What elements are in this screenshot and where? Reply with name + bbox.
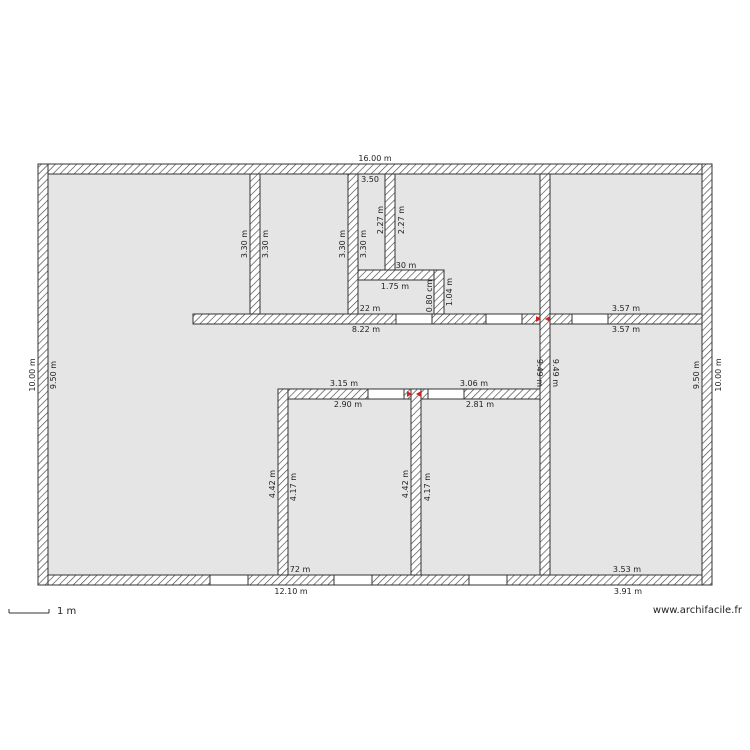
wall-niche-right	[384, 173, 396, 271]
wall-room-b-left	[410, 388, 422, 576]
dim-center-v-right: 9.49 m	[551, 359, 560, 387]
dim-right-top: 3.57 m	[612, 304, 640, 313]
opening-mid-1	[395, 313, 433, 325]
opening-mid-3	[571, 313, 609, 325]
dim-niche-side-right: 1.04 m	[445, 278, 454, 306]
dim-room-b-bottom: 2.81 m	[466, 400, 494, 409]
dim-left-inner: 9.50 m	[49, 361, 58, 389]
scale-label: 1 m	[57, 606, 77, 617]
dim-niche-side-left: 0.80 cm	[425, 280, 434, 313]
dim-right-bottom: 3.57 m	[612, 325, 640, 334]
dim-left-outer: 10.00 m	[28, 358, 37, 391]
dim-right-outer: 10.00 m	[714, 358, 723, 391]
dim-niche-inner: 1.75 m	[381, 282, 409, 291]
wall-center-vertical	[539, 173, 551, 576]
dim-niche-top: 3.50	[361, 175, 379, 184]
marker-3	[407, 391, 412, 397]
dim-mid-top-partial: 22 m	[360, 304, 381, 313]
wall-middle-horizontal	[192, 313, 703, 325]
wall-niche-side	[433, 269, 445, 315]
scale-bar	[8, 609, 50, 614]
dim-niche-left: 2.27 m	[376, 206, 385, 234]
dim-w1-right: 3.30 m	[261, 230, 270, 258]
wall-room-a-left	[277, 388, 289, 576]
wall-partition-1	[249, 173, 261, 315]
credit-link[interactable]: www.archifacile.fr	[652, 605, 742, 616]
wall-top	[37, 163, 713, 175]
wall-partition-2	[347, 173, 359, 315]
dim-room-a-top: 3.15 m	[330, 379, 358, 388]
marker-2	[545, 316, 550, 322]
dim-right-inner: 9.50 m	[692, 361, 701, 389]
junction-markers	[407, 316, 550, 397]
room-floor	[48, 174, 702, 575]
wall-niche-bottom	[357, 269, 445, 281]
dim-bottom-left: 12.10 m	[274, 587, 307, 596]
opening-bottom-1	[209, 574, 249, 586]
dim-center-v-left: 9.49 m	[535, 359, 544, 387]
dim-w2-right: 3.30 m	[359, 230, 368, 258]
wall-bottom	[37, 574, 713, 586]
outer-walls	[37, 163, 713, 586]
dim-bottom-right-inner: 3.53 m	[613, 565, 641, 574]
dim-mid-bottom: 8.22 m	[352, 325, 380, 334]
dim-room-a-left-outer: 4.42 m	[268, 470, 277, 498]
opening-bottom-2	[333, 574, 373, 586]
openings	[209, 313, 609, 586]
dim-top-total: 16.00 m	[358, 154, 391, 163]
dim-bottom-partial: 72 m	[290, 565, 311, 574]
opening-rooms-top-2	[427, 388, 465, 400]
wall-left	[37, 163, 49, 586]
dim-room-a-left-inner: 4.17 m	[289, 473, 298, 501]
dim-w1-left: 3.30 m	[240, 230, 249, 258]
dim-room-a-bottom: 2.90 m	[334, 400, 362, 409]
dim-w2-left: 3.30 m	[338, 230, 347, 258]
wall-right	[701, 163, 713, 586]
opening-mid-2	[485, 313, 523, 325]
dim-room-b-left-inner: 4.17 m	[423, 473, 432, 501]
dim-room-b-left-outer: 4.42 m	[401, 470, 410, 498]
dim-room-b-top: 3.06 m	[460, 379, 488, 388]
interior-walls	[192, 173, 703, 576]
opening-bottom-3	[468, 574, 508, 586]
opening-rooms-top-1	[367, 388, 405, 400]
dim-bottom-right-outer: 3.91 m	[614, 587, 642, 596]
dim-niche-bottom-partial: 30 m	[396, 261, 417, 270]
marker-4	[416, 391, 421, 397]
dim-niche-right: 2.27 m	[397, 206, 406, 234]
marker-1	[536, 316, 541, 322]
